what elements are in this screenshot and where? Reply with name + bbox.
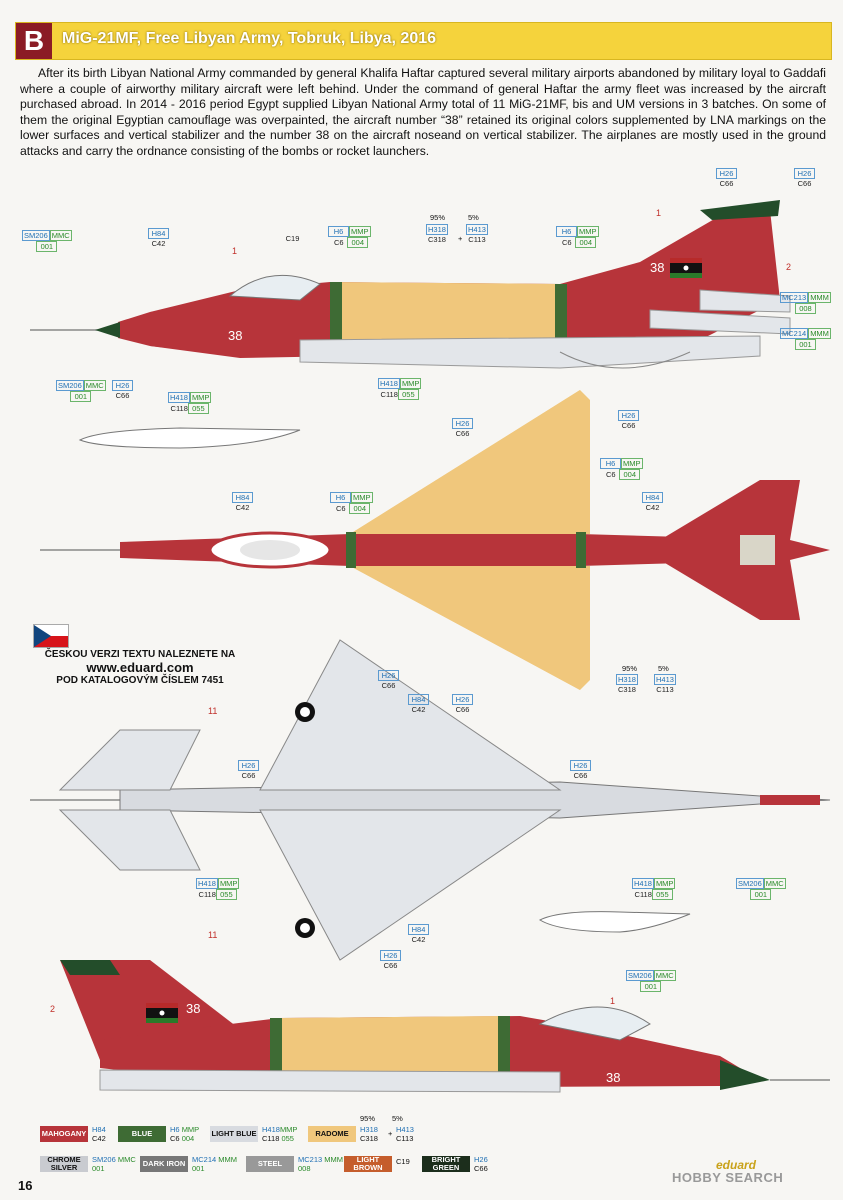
- mix-percent: 95%: [622, 664, 638, 673]
- callout-2: 2: [786, 262, 792, 272]
- swatch-light-brown: LIGHT BROWN: [344, 1156, 392, 1172]
- eduard-logo: eduard: [716, 1158, 757, 1172]
- swatch-light-blue: LIGHT BLUE: [210, 1126, 258, 1142]
- section-title: MiG-21MF, Free Libyan Army, Tobruk, Liby…: [62, 30, 437, 47]
- mix-plus: +: [388, 1129, 393, 1138]
- nose-number-right: 38: [606, 1070, 620, 1085]
- mix-percent: 95%: [360, 1114, 376, 1123]
- mix-percent: 5%: [658, 664, 669, 673]
- page-number: 16: [18, 1178, 33, 1193]
- czech-flag: [33, 624, 69, 648]
- swatch-steel: STEEL: [246, 1156, 294, 1172]
- hobby-search-watermark: HOBBY SEARCH: [672, 1170, 784, 1185]
- left-side-profile: 38 38: [30, 200, 791, 449]
- swatch-blue: BLUE: [118, 1126, 166, 1142]
- swatch-mahogany: MAHOGANY: [40, 1126, 88, 1142]
- intro-text: After its birth Libyan National Army com…: [20, 66, 826, 158]
- tail-number-right: 38: [186, 1001, 200, 1016]
- swatch-chrome-silver: CHROME SILVER: [40, 1156, 88, 1172]
- eduard-url[interactable]: www.eduard.com: [86, 660, 194, 675]
- top-view: [40, 390, 830, 690]
- bottom-view: [30, 639, 831, 961]
- czech-note-line3: POD KATALOGOVÝM ČÍSLEM 7451: [56, 675, 224, 686]
- mix-percent: 5%: [468, 213, 479, 222]
- nose-number-left: 38: [228, 328, 242, 343]
- czech-flag-icon: [33, 624, 69, 648]
- callout-1: 1: [656, 208, 662, 218]
- legend-code: C19: [396, 1157, 410, 1166]
- callout-11: 11: [208, 930, 218, 940]
- callout-2: 2: [50, 1004, 56, 1014]
- swatch-bright-green: BRIGHT GREEN: [422, 1156, 470, 1172]
- czech-note: ČESKOU VERZI TEXTU NALEZNETE NA www.edua…: [30, 648, 250, 687]
- czech-note-line1: ČESKOU VERZI TEXTU NALEZNETE NA: [44, 649, 236, 660]
- section-header: B MiG-21MF, Free Libyan Army, Tobruk, Li…: [15, 22, 832, 60]
- section-letter: B: [16, 23, 52, 59]
- right-side-profile: 38 38: [60, 960, 830, 1093]
- paint-code: C19: [285, 234, 300, 243]
- callout-1: 1: [610, 996, 616, 1006]
- mix-percent: 5%: [392, 1114, 403, 1123]
- mix-percent: 95%: [430, 213, 446, 222]
- swatch-radome: RADOME: [308, 1126, 356, 1142]
- callout-11: 11: [208, 706, 218, 716]
- tail-number-left: 38: [650, 260, 664, 275]
- callout-1: 1: [232, 246, 238, 256]
- mix-plus: +: [458, 234, 463, 243]
- swatch-dark-iron: DARK IRON: [140, 1156, 188, 1172]
